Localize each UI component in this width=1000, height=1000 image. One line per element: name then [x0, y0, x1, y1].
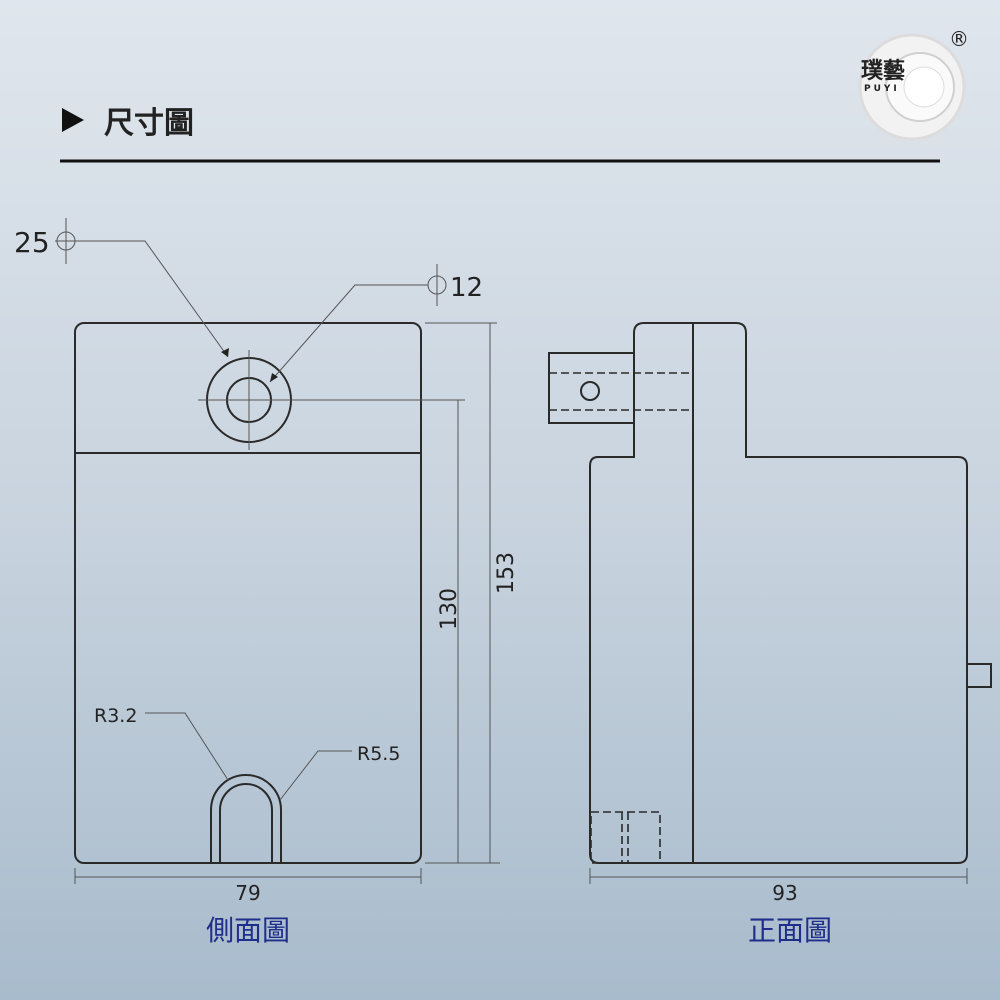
dim-height-total: 153 — [494, 552, 519, 594]
logo-text-cn: 璞藝 — [861, 59, 905, 84]
dim-hole-outer: 25 — [14, 226, 50, 259]
front-view-caption: 正面圖 — [748, 914, 832, 947]
side-view: 25 12 130 153 R3.2 R5.5 79 側面圖 — [14, 218, 519, 947]
page-title: 尺寸圖 — [104, 106, 194, 141]
dim-height-hole: 130 — [437, 588, 462, 630]
registered-mark: ® — [949, 27, 969, 51]
dim-width-side: 79 — [235, 881, 260, 905]
front-view: 93 正面圖 — [548, 322, 992, 947]
dim-radius-outer: R5.5 — [357, 743, 400, 765]
side-view-caption: 側面圖 — [206, 914, 290, 947]
play-triangle-icon — [62, 108, 84, 132]
dim-radius-inner: R3.2 — [94, 705, 137, 727]
dim-hole-inner: 12 — [450, 273, 483, 303]
brand-logo: 璞藝 PUYI ® — [858, 27, 969, 141]
logo-text-en: PUYI — [864, 84, 900, 94]
dim-width-front: 93 — [772, 881, 797, 905]
